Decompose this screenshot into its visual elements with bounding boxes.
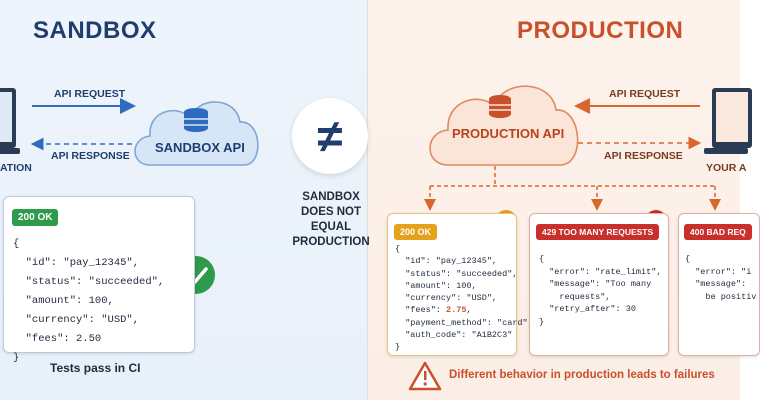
sandbox-request-label: API REQUEST [54,88,126,100]
production-request-label: API REQUEST [609,88,681,100]
sandbox-response-label: API RESPONSE [51,150,130,162]
ok-code-part-a: { "id": "pay_12345", "status": "succeede… [395,244,518,316]
not-equal-caption: SANDBOX DOES NOT EQUAL PRODUCTION [287,190,375,250]
caption-line-1: SANDBOX [302,191,360,203]
production-client-label: YOUR A [706,162,747,174]
sandbox-laptop-icon [0,88,20,154]
sandbox-cloud-icon [134,101,259,166]
production-cloud-label: PRODUCTION API [452,126,565,141]
sandbox-client-label: ATION [0,162,32,174]
response-connectors [424,166,721,211]
production-database-icon [489,95,511,118]
sandbox-response-code: { "id": "pay_12345", "status": "succeede… [13,238,165,364]
sandbox-database-icon [184,108,208,132]
sandbox-title: SANDBOX [33,17,157,44]
rate-limit-status-badge: 429 TOO MANY REQUESTS [536,224,660,240]
sandbox-status-badge: 200 OK [12,209,59,226]
bad-request-response-code: { "error": "i "message": be positiv [685,254,757,302]
caption-line-2: DOES NOT [300,206,362,218]
sandbox-cloud-label: SANDBOX API [155,140,245,155]
ok-response-code: { "id": "pay_12345", "status": "succeede… [395,243,533,354]
caption-line-4: PRODUCTION [292,236,370,248]
footer-warning-icon [408,361,442,391]
bad-request-status-badge: 400 BAD REQ [684,224,752,240]
fees-value: 2.75 [446,305,467,316]
sandbox-footer: Tests pass in CI [50,361,141,375]
ok-status-badge: 200 OK [394,224,438,240]
production-footer: Different behavior in production leads t… [449,369,715,381]
ok-code-part-b: , "payment_method": "card", "auth_code":… [395,305,533,353]
production-cloud-icon [429,85,579,166]
rate-limit-response-code: { "error": "rate_limit", "message": "Too… [539,254,662,327]
panel-divider [367,0,368,400]
production-response-label: API RESPONSE [604,150,683,162]
diagram-graphics [0,85,752,391]
not-equal-icon: ≠ [292,98,368,174]
caption-line-3: EQUAL [310,221,352,233]
production-title: PRODUCTION [517,17,684,44]
production-laptop-icon [704,88,752,154]
